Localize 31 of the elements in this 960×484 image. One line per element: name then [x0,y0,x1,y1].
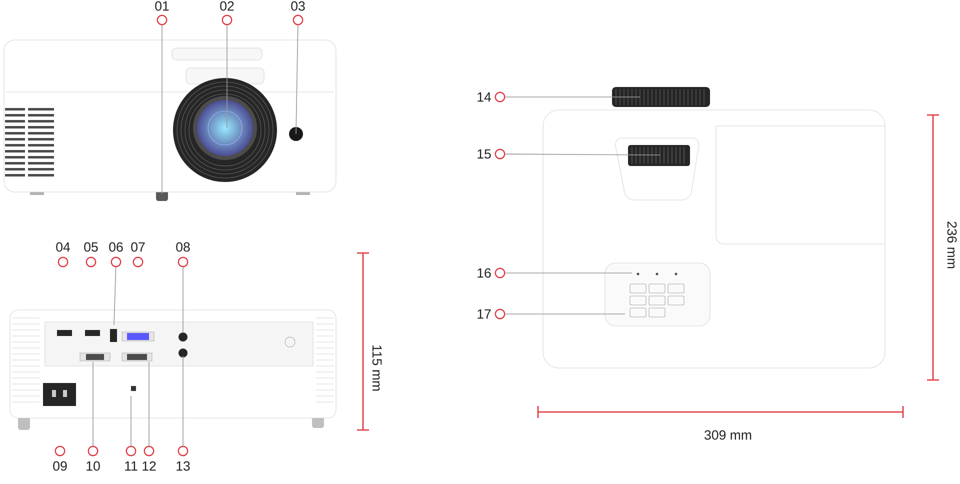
callout-number: 03 [291,1,305,26]
leader-line [504,272,632,274]
callout-number: 02 [220,1,234,26]
leader-line [92,362,94,446]
callout-number: 12 [142,446,156,471]
leader-line [114,266,116,326]
callout-number: 06 [109,242,123,268]
leader-line [226,24,228,128]
callout-number: 07 [131,242,145,268]
callout-number: 09 [53,446,67,471]
dimension-label: 309 mm [704,430,752,440]
dimension-label: 115 mm [372,346,382,391]
callout-number: 14 [478,92,506,102]
dimension-label: 236 mm [947,222,957,268]
leader-line [130,396,132,446]
callout-number: 17 [478,308,506,320]
leader-line [182,266,184,334]
callout-number: 01 [155,1,169,26]
callout-number: 10 [86,446,100,471]
leader-line [296,24,298,134]
callout-number: 15 [478,148,506,160]
callout-number: 04 [56,242,70,268]
leader-line [504,154,660,156]
callout-number: 11 [125,446,138,471]
callout-number: 08 [176,242,190,268]
callout-number: 13 [176,446,190,471]
leader-line [504,96,640,98]
callout-number: 05 [84,242,98,268]
callout-number: 16 [478,268,506,278]
leader-line [148,362,150,446]
leader-line [182,356,184,446]
